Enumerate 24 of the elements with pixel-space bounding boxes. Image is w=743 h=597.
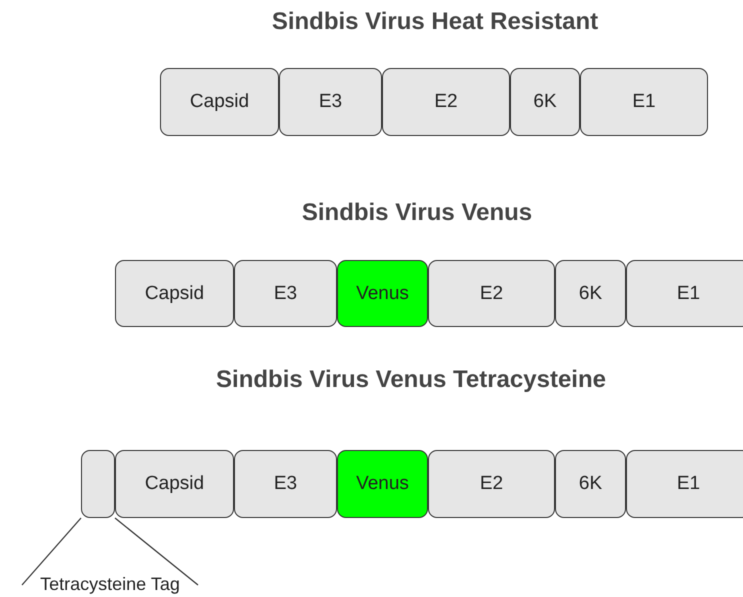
tag-label: Tetracysteine Tag: [22, 573, 198, 595]
gene-segment: E3: [279, 68, 382, 136]
gene-segment: Capsid: [115, 450, 234, 518]
construct-title: Sindbis Virus Heat Resistant: [272, 8, 598, 36]
gene-segment: Venus: [337, 450, 428, 518]
gene-segment: 6K: [510, 68, 580, 136]
gene-segment: 6K: [555, 260, 626, 327]
gene-segment: E2: [382, 68, 510, 136]
leader-line: [22, 518, 82, 586]
construct-title: Sindbis Virus Venus Tetracysteine: [216, 366, 606, 394]
gene-segment: Capsid: [160, 68, 279, 136]
gene-segment: E1: [626, 260, 743, 327]
gene-segment: Venus: [337, 260, 428, 327]
tag-segment: [81, 450, 115, 518]
gene-segment: E1: [580, 68, 708, 136]
gene-segment: E2: [428, 260, 555, 327]
leader-line: [114, 518, 198, 586]
construct-title: Sindbis Virus Venus: [302, 199, 532, 227]
gene-segment: E3: [234, 450, 337, 518]
gene-segment: 6K: [555, 450, 626, 518]
gene-segment: Capsid: [115, 260, 234, 327]
gene-segment: E3: [234, 260, 337, 327]
gene-segment: E1: [626, 450, 743, 518]
gene-segment: E2: [428, 450, 555, 518]
